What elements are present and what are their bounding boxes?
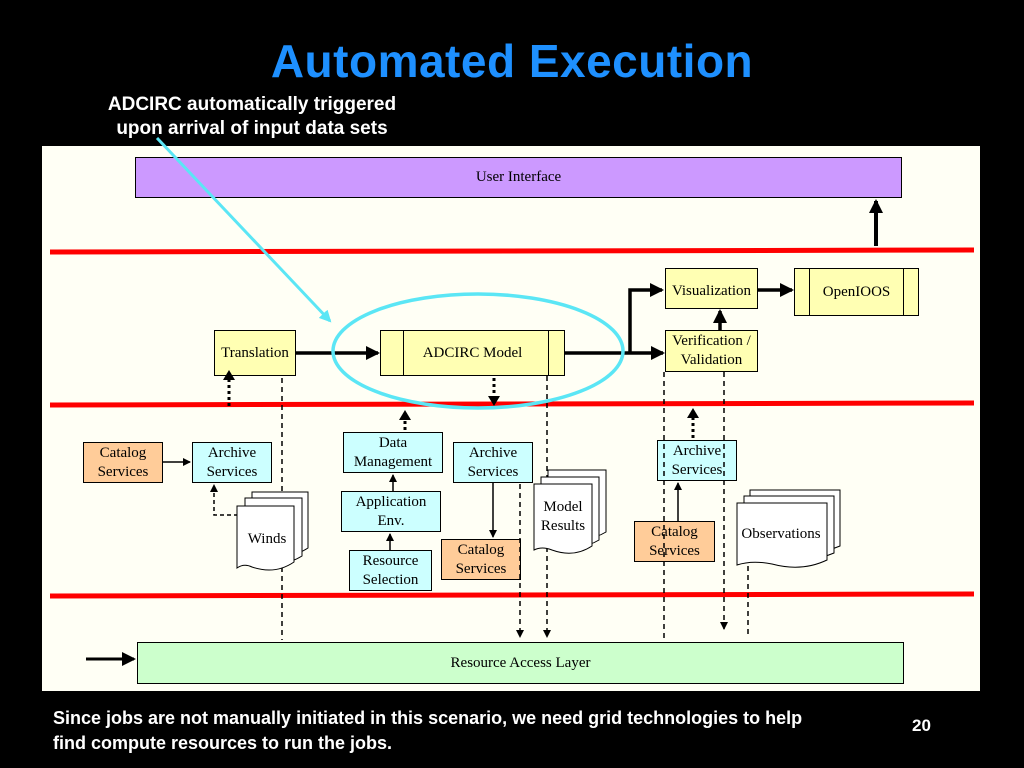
model-results-document-icon <box>533 469 607 554</box>
footer-text: Since jobs are not manually initiated in… <box>53 708 803 753</box>
divider-line-top <box>49 247 975 255</box>
divider-line-bottom <box>49 591 975 599</box>
catalog-services-right-box: Catalog Services <box>634 521 715 562</box>
catalog-services-left-box: Catalog Services <box>83 442 163 483</box>
archive-services-mid-box: Archive Services <box>453 442 533 483</box>
catalog-services-mid-box: Catalog Services <box>441 539 521 580</box>
observations-document-icon <box>736 489 841 568</box>
verification-validation-box: Verification / Validation <box>665 330 758 372</box>
resource-access-layer-box: Resource Access Layer <box>137 642 904 684</box>
page-number: 20 <box>912 716 931 735</box>
slide-title: Automated Execution <box>270 35 754 87</box>
winds-label: Winds <box>247 531 287 547</box>
winds-document-icon <box>236 491 309 571</box>
application-env-box: Application Env. <box>341 491 441 532</box>
callout-text: ADCIRC automatically triggered upon arri… <box>107 94 397 139</box>
archive-services-left-box: Archive Services <box>192 442 272 483</box>
architecture-diagram <box>42 146 980 691</box>
callout-arrow <box>155 136 332 323</box>
resource-selection-box: Resource Selection <box>349 550 432 591</box>
observations-label: Observations <box>741 526 821 542</box>
adcirc-model-box: ADCIRC Model <box>380 330 565 376</box>
translation-box: Translation <box>214 330 296 376</box>
openioos-box: OpenIOOS <box>794 268 919 316</box>
user-interface-box: User Interface <box>135 157 902 198</box>
data-management-box: Data Management <box>343 432 443 473</box>
model-results-label: Model Results <box>540 499 586 534</box>
visualization-box: Visualization <box>665 268 758 309</box>
adcirc-highlight-ellipse <box>331 292 625 410</box>
divider-line-middle <box>49 400 975 408</box>
